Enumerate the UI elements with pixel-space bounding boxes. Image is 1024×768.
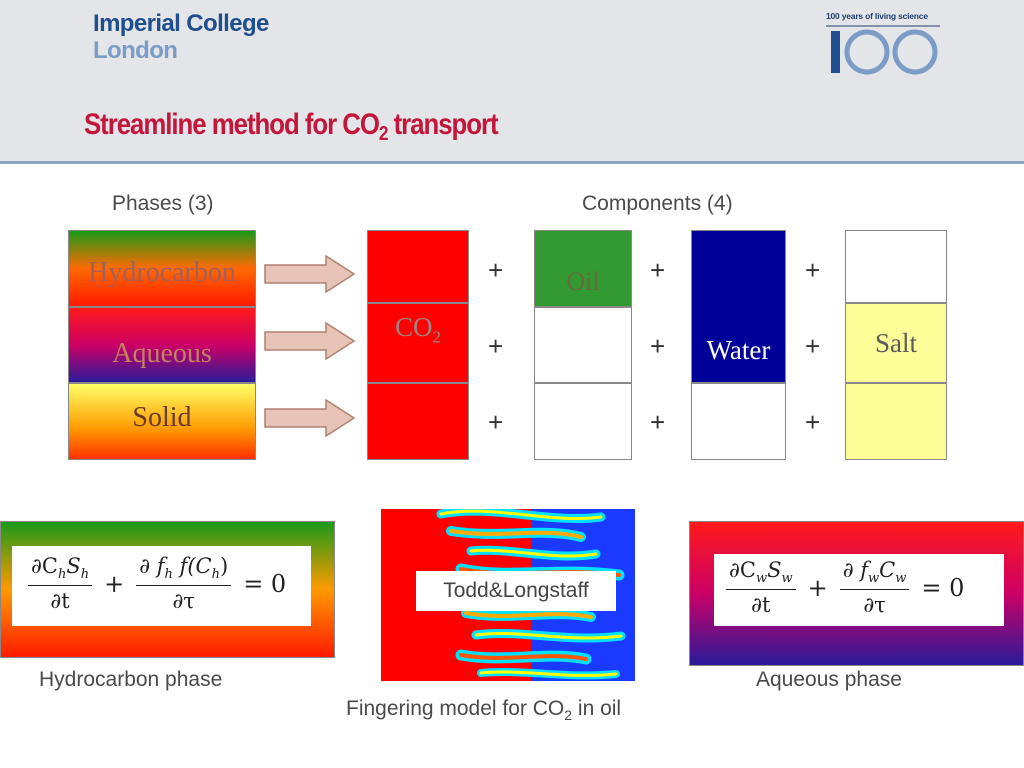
water-cell-aqueous: Water — [691, 230, 786, 383]
water-label: Water — [706, 335, 771, 365]
arrow-right-icon — [264, 322, 356, 360]
oil-label: Oil — [566, 267, 600, 296]
centenary-100-graphic — [826, 25, 940, 75]
aqueous-transport-equation: ∂CwSw∂t + ∂ fwCw∂τ = 0 — [720, 558, 970, 617]
water-cell-solid — [691, 383, 786, 460]
plus-sign: + — [650, 407, 666, 437]
co2-label: CO2 — [394, 312, 441, 347]
plus-sign: + — [805, 407, 821, 437]
plus-sign: + — [650, 331, 666, 361]
aqueous-equation-box: ∂CwSw∂t + ∂ fwCw∂τ = 0 — [714, 554, 1004, 626]
plus-sign: + — [488, 255, 504, 285]
co2-cell-aqueous: CO2 — [367, 303, 469, 383]
oil-cell-solid — [534, 383, 632, 460]
hydrocarbon-equation-box: ∂ChSh∂t + ∂ fh f(Ch)∂τ = 0 — [12, 546, 311, 626]
aqueous-phase-caption: Aqueous phase — [756, 668, 902, 691]
plus-sign: + — [805, 331, 821, 361]
phase-solid-box: Solid — [68, 383, 256, 460]
slide-header: Imperial College London 100 years of liv… — [0, 0, 1024, 164]
co2-cell-solid — [367, 383, 469, 460]
salt-cell-aqueous: Salt — [845, 303, 947, 383]
oil-cell-aqueous — [534, 307, 632, 383]
plus-sign: + — [650, 255, 666, 285]
components-label: Components (4) — [582, 192, 733, 215]
salt-cell-hydrocarbon — [845, 230, 947, 303]
phase-hydrocarbon-box: Hydrocarbon — [68, 230, 256, 307]
todd-longstaff-caption: Todd&Longstaff — [416, 571, 616, 611]
plus-sign: + — [488, 331, 504, 361]
arrow-right-icon — [264, 399, 356, 437]
hydrocarbon-phase-caption: Hydrocarbon phase — [39, 668, 223, 691]
imperial-college-logo[interactable]: Imperial College London — [93, 10, 269, 64]
phase-solid-label: Solid — [132, 402, 192, 433]
phase-hydrocarbon-label: Hydrocarbon — [88, 257, 236, 288]
slide-title: Streamline method for CO2 transport — [84, 108, 499, 145]
oil-cell-hydrocarbon: Oil — [534, 230, 632, 307]
arrow-right-icon — [264, 255, 356, 293]
phase-aqueous-label: Aqueous — [112, 338, 212, 369]
phase-aqueous-box: Aqueous — [68, 307, 256, 383]
centenary-tagline: 100 years of living science — [826, 11, 928, 21]
plus-sign: + — [488, 407, 504, 437]
fingering-model-caption: Fingering model for CO2 in oil — [346, 697, 622, 723]
centenary-logo: 100 years of living science — [826, 11, 942, 82]
phases-label: Phases (3) — [112, 192, 214, 215]
co2-cell-hydrocarbon — [367, 230, 469, 303]
salt-cell-solid — [845, 383, 947, 460]
plus-sign: + — [805, 255, 821, 285]
salt-label: Salt — [874, 328, 917, 358]
hydrocarbon-transport-equation: ∂ChSh∂t + ∂ fh f(Ch)∂τ = 0 — [22, 554, 292, 613]
logo-line-1: Imperial College — [93, 10, 269, 37]
logo-line-2: London — [93, 37, 178, 64]
